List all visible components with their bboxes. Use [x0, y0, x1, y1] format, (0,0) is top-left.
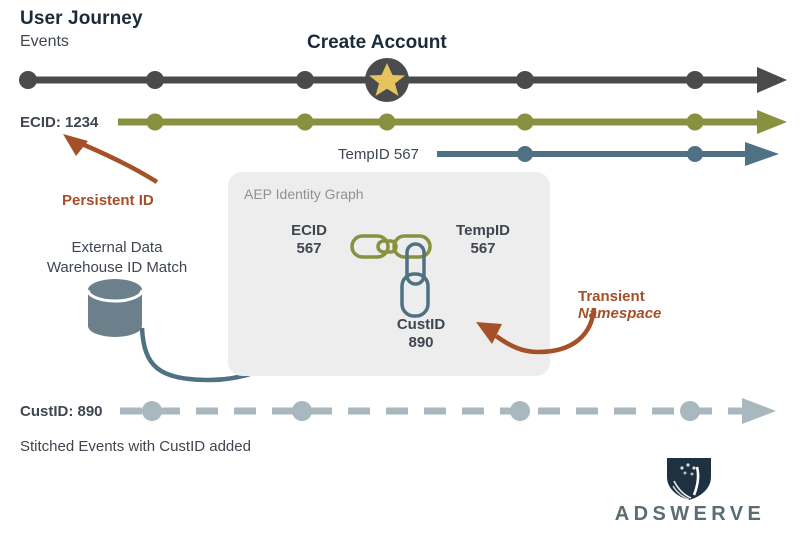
timeline-node	[516, 113, 534, 131]
timeline-ecid-label: ECID: 1234	[20, 114, 99, 131]
warehouse-label-line2: Warehouse ID Match	[46, 259, 188, 276]
chain-link-icon	[392, 234, 432, 259]
shield-dot	[690, 472, 694, 476]
graph-node-custid-name: CustID	[396, 316, 446, 333]
curved-arrow-left-icon	[494, 307, 597, 355]
brand-wordmark: ADSWERVE	[614, 503, 766, 525]
timeline-ecid-arrowhead	[757, 110, 787, 134]
transient-namespace-line2: Namespace	[578, 305, 662, 322]
timeline-custid	[120, 398, 776, 424]
timeline-node	[146, 113, 164, 131]
star-icon	[369, 63, 405, 96]
curved-arrow-up-left-head	[63, 134, 88, 156]
graph-node-ecid-name: ECID	[291, 222, 327, 239]
chain-link-icon	[400, 272, 430, 318]
brand-logo: ADSWERVE	[604, 455, 776, 529]
identity-graph-links	[350, 234, 432, 318]
timeline-node	[296, 113, 314, 131]
milestone-label: Create Account	[307, 32, 447, 53]
persistent-id-label: Persistent ID	[62, 192, 154, 209]
graph-node-custid-value: 890	[408, 334, 434, 351]
warehouse-label-line1: External Data	[71, 239, 163, 256]
aep-panel-title: AEP Identity Graph	[244, 186, 364, 202]
timeline-node	[142, 401, 162, 421]
database-cylinder-icon	[86, 279, 144, 337]
transient-namespace-arrow	[476, 307, 597, 355]
timeline-node	[146, 71, 164, 89]
timeline-node	[378, 113, 396, 131]
database-rim	[86, 289, 144, 303]
timeline-events	[19, 58, 787, 102]
timeline-node	[686, 71, 704, 89]
persistent-id-arrow	[63, 134, 159, 184]
database-body	[88, 290, 142, 337]
graph-node-tempid-value: 567	[470, 240, 496, 257]
chain-link-icon	[350, 234, 390, 259]
shield-dot	[692, 466, 696, 470]
timeline-events-arrowhead	[757, 67, 787, 93]
timeline-node	[516, 71, 534, 89]
timeline-custid-label: CustID: 890	[20, 403, 103, 420]
shield-stroke	[692, 466, 700, 496]
timeline-node	[510, 401, 530, 421]
page-subtitle: Events	[20, 33, 69, 50]
page-title: User Journey	[20, 8, 143, 29]
shield-swoosh	[673, 480, 692, 499]
timeline-node	[19, 71, 37, 89]
graph-node-ecid-value: 567	[296, 240, 322, 257]
shield-shape	[667, 458, 711, 500]
shield-swoosh	[672, 485, 690, 501]
curved-arrow-up-left-icon	[81, 141, 159, 184]
graph-node-custid: CustID 890	[378, 316, 464, 352]
timeline-tempid-arrowhead	[745, 142, 779, 166]
bottom-note: Stitched Events with CustID added	[20, 438, 251, 455]
timeline-tempid	[437, 142, 779, 166]
timeline-tempid-label: TempID 567	[338, 146, 419, 163]
adswerve-shield-logo	[667, 458, 711, 501]
chain-link-icon	[405, 242, 426, 286]
graph-node-tempid: TempID 567	[440, 222, 526, 258]
timeline-custid-arrowhead	[742, 398, 776, 424]
chain-link-connector-icon	[376, 239, 398, 254]
timeline-node	[680, 401, 700, 421]
timeline-node	[296, 71, 314, 89]
shield-dot	[683, 471, 687, 475]
aep-identity-graph-panel	[228, 172, 550, 376]
timeline-ecid	[118, 110, 787, 134]
database-top	[88, 279, 142, 301]
graph-node-ecid: ECID 567	[266, 222, 352, 258]
shield-dot	[686, 463, 690, 467]
graph-node-tempid-name: TempID	[456, 222, 510, 239]
shield-dot	[680, 466, 684, 470]
transient-namespace-line1: Transient	[578, 288, 645, 305]
timeline-node	[292, 401, 312, 421]
timeline-node	[687, 146, 703, 162]
timeline-node	[517, 146, 533, 162]
timeline-node	[686, 113, 704, 131]
curved-arrow-left-head	[476, 322, 502, 344]
